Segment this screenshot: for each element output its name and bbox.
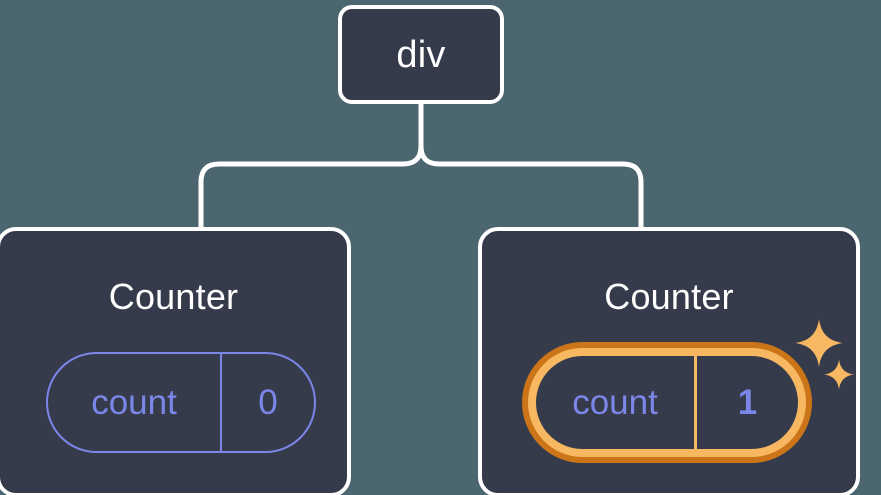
state-pill-count-right[interactable]: count 1 xyxy=(536,356,798,449)
state-value-left: 0 xyxy=(258,383,278,422)
state-key-left: count xyxy=(48,354,222,451)
card-counter-right[interactable]: Counter count 1 xyxy=(478,227,860,495)
card-counter-left[interactable]: Counter count 0 xyxy=(0,227,351,495)
connector-to-left-counter xyxy=(198,145,424,227)
card-title-right: Counter xyxy=(604,276,734,317)
card-title-left: Counter xyxy=(108,276,239,317)
state-pill-highlight-outer-ring: count 1 xyxy=(522,342,812,463)
state-pill-count-left[interactable]: count 0 xyxy=(46,352,316,453)
state-value-right: 1 xyxy=(737,383,758,422)
connector-to-right-counter xyxy=(418,145,644,227)
node-div[interactable]: div xyxy=(338,5,504,104)
state-pill-highlight-inner-ring: count 1 xyxy=(528,348,806,457)
state-key-right: count xyxy=(536,356,697,449)
node-div-label: div xyxy=(396,33,446,76)
